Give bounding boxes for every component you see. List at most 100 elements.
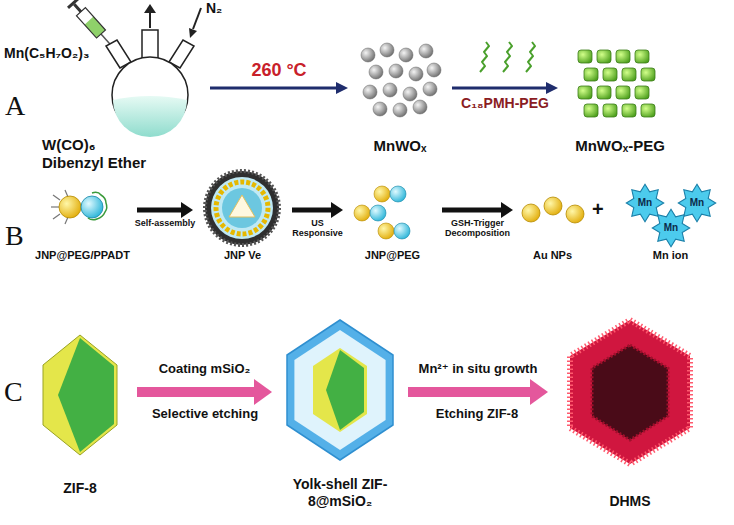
process-arrow	[137, 387, 254, 397]
nanoparticle	[403, 87, 417, 101]
vesicle	[205, 171, 279, 245]
flask-liquid	[113, 96, 187, 137]
node-label: W(CO)₆ Dibenzyl Ether	[38, 136, 154, 172]
node-label: DHMS	[609, 493, 650, 510]
silica-shell	[287, 320, 393, 460]
node-label: JNP@PEG/PPADT	[35, 249, 130, 262]
plus-sign: +	[592, 199, 604, 219]
peg-chain	[53, 214, 60, 219]
nanoparticle-stage: MnWOₓ-PEG	[560, 40, 680, 155]
manganese-half	[390, 186, 406, 202]
nanoparticle	[423, 82, 437, 96]
coated-particle	[641, 68, 655, 81]
node-label: Mn ion	[653, 249, 688, 262]
coated-particle	[616, 86, 630, 99]
yolk-shell-crystal	[287, 320, 393, 460]
process-arrow	[137, 208, 181, 213]
nanoparticle	[427, 63, 441, 77]
coated-particle	[622, 68, 636, 81]
janus-particle	[51, 190, 107, 224]
nanoparticle	[409, 67, 423, 81]
syringe-needle	[101, 34, 110, 44]
dhms-hollow	[592, 345, 668, 440]
gold-half	[374, 186, 390, 202]
panel-letter: B	[5, 222, 24, 250]
nanoparticle	[373, 102, 387, 116]
process-arrow	[210, 87, 336, 90]
gold-half	[378, 223, 394, 239]
gold-nanoparticles	[522, 197, 584, 223]
coated-particle	[641, 104, 655, 117]
gas-label: N₂	[206, 1, 222, 15]
coated-particle	[603, 68, 617, 81]
nanoparticle	[413, 100, 427, 114]
polymer-chains	[480, 42, 535, 72]
nanoparticle	[361, 48, 375, 62]
coated-particle	[622, 104, 636, 117]
dhms-shell	[570, 320, 690, 464]
nanoparticle-stage: MnWOₓ	[350, 40, 450, 155]
ion-star	[652, 209, 689, 246]
crystal-outline	[43, 335, 117, 455]
process-arrow	[452, 87, 546, 90]
nanoparticle	[363, 85, 377, 99]
arrow-label: GSH-Trigger Decomposition	[436, 218, 520, 239]
gold-half	[354, 205, 370, 221]
gas-out-arrowhead	[144, 4, 156, 13]
node-label: JNP@PEG	[365, 249, 420, 262]
particle-stage: JNP Ve	[195, 168, 290, 262]
reagent-label: Mn(C₅H₇O₂)₃	[4, 46, 89, 60]
crystal-stage: Yolk-shell ZIF-8@mSiO₂	[274, 310, 406, 510]
nanoparticle	[393, 103, 407, 117]
coated-particle	[635, 50, 649, 63]
janus-particles	[354, 186, 410, 239]
ion-label: Mn	[690, 198, 704, 208]
particle-stage: Au NPs	[515, 180, 590, 262]
node-label: ZIF-8	[63, 480, 96, 497]
process-arrow	[408, 387, 530, 397]
particle-stage: JNP@PEG	[345, 180, 440, 262]
arrow-label: Mn²⁺ in situ growth	[418, 362, 539, 377]
gold-half	[59, 196, 81, 218]
syringe-plunger	[74, 4, 81, 11]
coated-particle	[584, 68, 598, 81]
manganese-half	[370, 205, 386, 221]
nanoparticle	[383, 83, 397, 97]
reagent-flask: W(CO)₆ Dibenzyl Ether	[38, 22, 208, 172]
step-label: Etching ZIF-8	[436, 407, 518, 420]
nanoparticle	[399, 48, 413, 62]
manganese-half	[81, 196, 103, 218]
particle-stage: JNP@PEG/PPADT	[30, 180, 135, 262]
vesicle-core	[229, 195, 255, 217]
crystal-face	[58, 338, 114, 452]
crystal-stage: DHMS	[550, 310, 710, 510]
ppadt-chain	[88, 192, 107, 219]
nanoparticle	[380, 43, 394, 57]
coated-particle-cluster	[578, 50, 655, 117]
coated-particle	[597, 50, 611, 63]
arrow-label: Self-assembly	[134, 218, 197, 228]
crystal-stage: ZIF-8	[25, 325, 135, 497]
node-label: MnWOₓ-PEG	[575, 137, 665, 155]
syringe	[67, 0, 116, 49]
polymer-chain	[526, 42, 535, 72]
arrow-label: US Responsive	[287, 218, 349, 239]
coated-particle	[616, 50, 630, 63]
peg-chain	[51, 206, 59, 207]
nanoparticle	[369, 65, 383, 79]
coated-particle	[597, 86, 611, 99]
process-arrow	[442, 208, 501, 213]
manganese-half	[394, 223, 410, 239]
ion-label: Mn	[638, 198, 652, 208]
nanoparticle-cluster	[361, 43, 441, 117]
ion-label: Mn	[664, 223, 678, 233]
nanoparticle	[419, 44, 433, 58]
vesicle-layer	[211, 177, 273, 239]
peg-chain	[53, 195, 60, 200]
dhms-crystal	[570, 320, 690, 464]
step-label: Selective etching	[152, 407, 258, 420]
node-label: JNP Ve	[224, 249, 261, 262]
